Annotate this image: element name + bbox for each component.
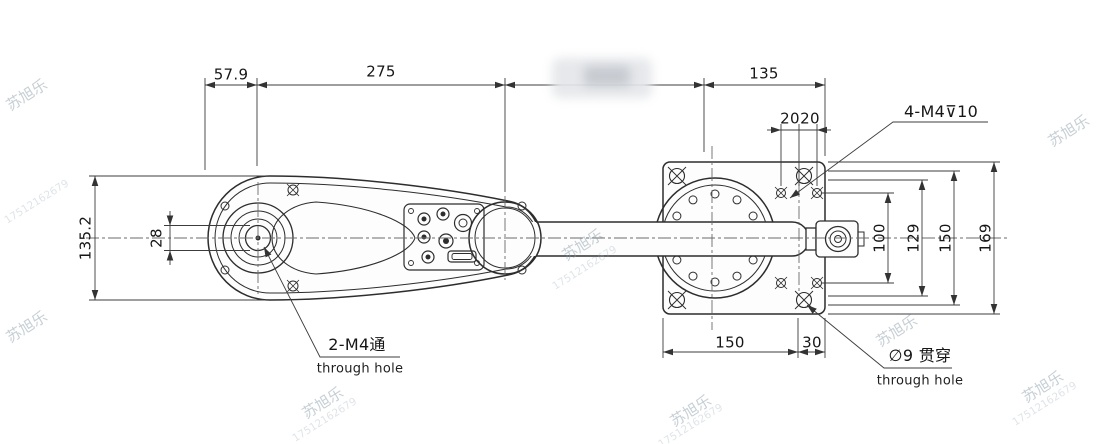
dim-275: 275 <box>366 62 396 81</box>
dsub-connector <box>447 250 477 263</box>
callout-dia9-note: through hole <box>876 373 964 389</box>
blurred-logo-core <box>584 66 630 86</box>
dimension-lines <box>89 78 1000 358</box>
dim-20-right: 20 <box>800 109 820 128</box>
callout-2-m4-note: through hole <box>316 361 404 377</box>
leader-4-m4 <box>789 121 988 199</box>
leader-lines <box>263 121 988 369</box>
callout-2-m4: 2-M4通 <box>328 335 386 354</box>
leader-2-m4 <box>263 246 400 358</box>
ear-hole-bottom-left <box>667 290 687 310</box>
m4-screw-bottom <box>286 279 300 293</box>
callout-dia9: ∅9 贯穿 <box>888 346 952 365</box>
ear-hole-top-right <box>794 166 814 186</box>
dim-57-9: 57.9 <box>213 65 249 84</box>
dim-30: 30 <box>802 333 822 352</box>
dim-28: 28 <box>147 228 166 248</box>
dim-129: 129 <box>904 223 923 253</box>
dim-150-bottom: 150 <box>715 333 745 352</box>
m4-holes <box>774 186 824 290</box>
dim-150-right: 150 <box>936 223 955 253</box>
forearm-shaft <box>505 221 810 257</box>
dim-20-left: 20 <box>780 109 800 128</box>
dim-135-top: 135 <box>749 64 779 83</box>
dim-100: 100 <box>870 223 889 253</box>
callout-4-m4: 4-M4⊽10 <box>903 102 979 121</box>
leader-dia9 <box>806 304 952 369</box>
ear-hole-bottom-right <box>794 290 814 310</box>
ear-hole-top-left <box>667 166 687 186</box>
dim-135-2: 135.2 <box>76 215 95 261</box>
dim-169: 169 <box>976 223 995 253</box>
end-connector <box>805 220 865 258</box>
center-lines <box>86 146 1010 330</box>
m4-screw-top <box>286 183 300 197</box>
